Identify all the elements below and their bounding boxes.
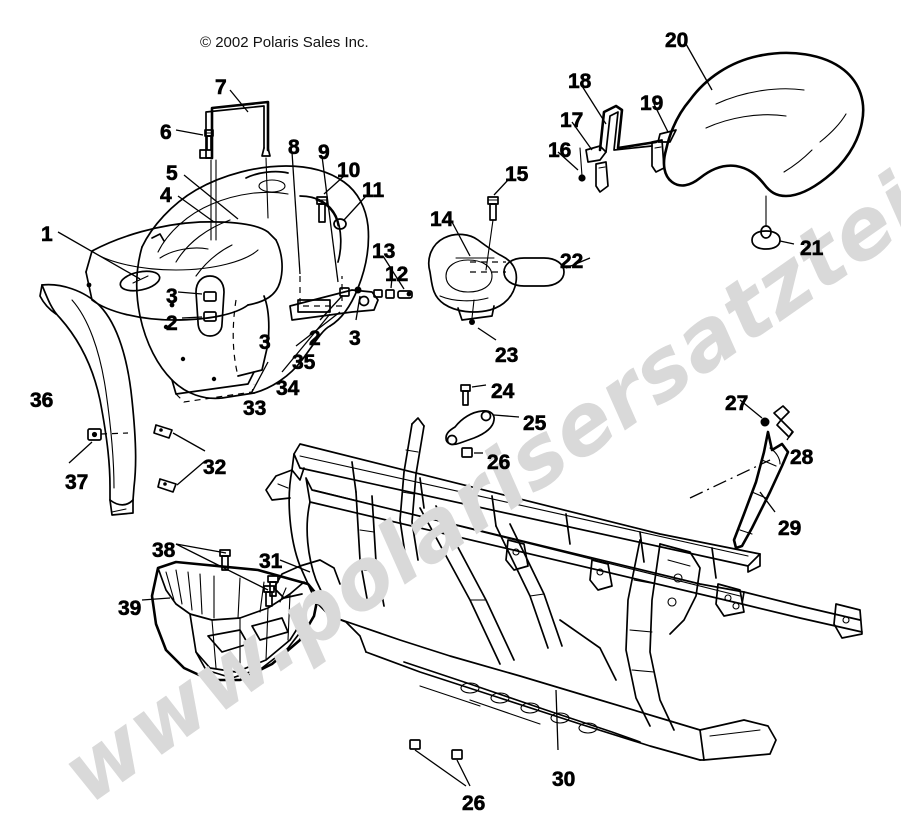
callout-9[interactable]: 9 [318, 141, 330, 164]
part-screw-31 [267, 575, 279, 597]
part-bracket-2-3 [195, 275, 225, 337]
callout-27[interactable]: 27 [725, 392, 749, 415]
callout-5[interactable]: 5 [166, 162, 178, 185]
part-seat-latch-cover-14 [427, 233, 518, 321]
callout-2b[interactable]: 2 [309, 327, 321, 350]
callout-3c[interactable]: 3 [259, 331, 271, 354]
callout-35[interactable]: 35 [292, 351, 316, 374]
part-mudflap-33 [232, 295, 270, 377]
callout-19[interactable]: 19 [640, 92, 664, 115]
copyright-notice: © 2002 Polaris Sales Inc. [200, 34, 369, 51]
part-seat-20 [662, 51, 865, 198]
part-rear-rack-panel [85, 220, 283, 321]
callout-4[interactable]: 4 [160, 184, 172, 207]
part-nut-11 [333, 218, 347, 230]
callout-29[interactable]: 29 [778, 517, 802, 540]
callout-36[interactable]: 36 [30, 389, 54, 412]
part-rear-bumper-tube [39, 283, 137, 516]
part-screw-15 [487, 196, 499, 221]
part-latch-rod-25 [445, 410, 495, 446]
part-footwell-tray-39 [150, 560, 320, 682]
part-grab-bar-7 [199, 100, 271, 160]
callout-11[interactable]: 11 [362, 179, 385, 202]
part-seat-rail-18 [598, 104, 658, 153]
callout-33[interactable]: 33 [243, 397, 267, 420]
callout-12[interactable]: 12 [385, 263, 409, 286]
part-main-frame-30 [265, 417, 863, 761]
callout-20[interactable]: 20 [665, 29, 689, 52]
part-grommet-22 [503, 257, 565, 287]
callout-17[interactable]: 17 [560, 109, 584, 132]
callout-24[interactable]: 24 [491, 380, 515, 403]
part-bolt-10 [316, 196, 328, 223]
callout-6[interactable]: 6 [160, 121, 172, 144]
part-bolt-28 [773, 405, 794, 438]
callout-28[interactable]: 28 [790, 446, 814, 469]
part-clip-32a [153, 424, 173, 439]
part-nut-27 [760, 417, 770, 427]
callout-22[interactable]: 22 [560, 250, 584, 273]
callout-7[interactable]: 7 [215, 76, 227, 99]
part-nut-26a [461, 447, 473, 458]
callout-32[interactable]: 32 [203, 456, 227, 479]
part-fastener-right-2-3 [339, 286, 383, 298]
callout-26a[interactable]: 26 [487, 451, 511, 474]
part-clip-32b [157, 478, 177, 493]
part-pin-16 [578, 147, 586, 182]
part-bracket-17 [585, 145, 609, 193]
callout-15[interactable]: 15 [505, 163, 529, 186]
callout-16[interactable]: 16 [548, 139, 572, 162]
part-nut-37 [87, 428, 102, 441]
callout-3a[interactable]: 3 [166, 285, 178, 308]
part-fastener-13 [397, 290, 413, 299]
part-bumper-21 [751, 195, 781, 250]
callout-10[interactable]: 10 [337, 159, 361, 182]
callout-37[interactable]: 37 [65, 471, 89, 494]
callout-14[interactable]: 14 [430, 208, 454, 231]
callout-26b[interactable]: 26 [462, 792, 486, 815]
part-screw-24 [460, 384, 471, 406]
callout-21[interactable]: 21 [800, 237, 824, 260]
callout-3b[interactable]: 3 [349, 327, 361, 350]
part-fastener-12 [385, 289, 395, 299]
callout-25[interactable]: 25 [523, 412, 547, 435]
callout-18[interactable]: 18 [568, 70, 592, 93]
callout-8[interactable]: 8 [288, 136, 300, 159]
part-screw-38a [219, 549, 231, 571]
part-nut-26b [409, 739, 463, 760]
callout-13[interactable]: 13 [372, 240, 396, 263]
callout-38[interactable]: 38 [152, 539, 176, 562]
callout-30[interactable]: 30 [552, 768, 576, 791]
callout-2a[interactable]: 2 [166, 312, 178, 335]
part-bracket-8-9 [297, 276, 343, 313]
callout-1[interactable]: 1 [41, 223, 53, 246]
part-brace-29 [732, 430, 790, 550]
callout-31[interactable]: 31 [259, 550, 283, 573]
part-screw-38b [263, 585, 275, 607]
callout-34[interactable]: 34 [276, 377, 300, 400]
callout-39[interactable]: 39 [118, 597, 142, 620]
callout-23[interactable]: 23 [495, 344, 519, 367]
